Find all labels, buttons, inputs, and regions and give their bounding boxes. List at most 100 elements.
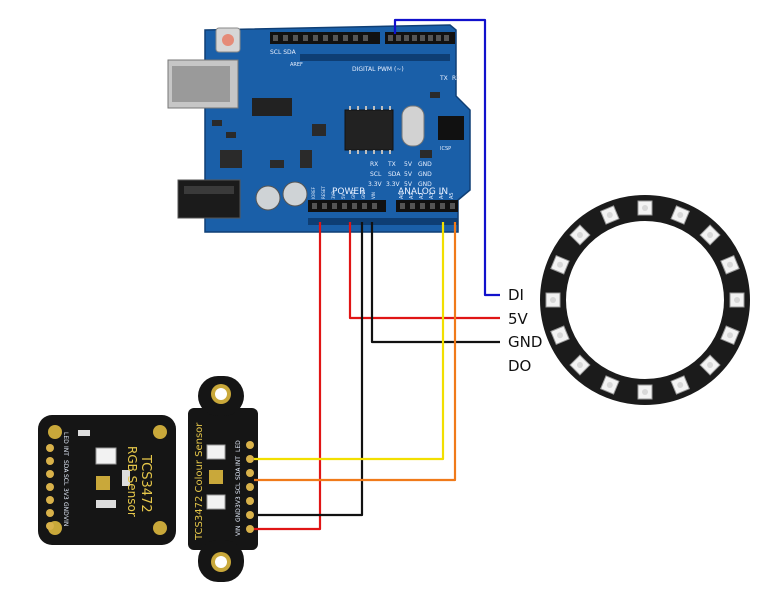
tx-label: TX <box>439 75 448 82</box>
digital-pwm-label: DIGITAL PWM (~) <box>352 66 404 73</box>
ring-led-lens <box>557 261 564 268</box>
wire-orange-scl <box>254 222 457 482</box>
icsp-label: ICSP <box>440 146 451 152</box>
header-gnd-label-2: GND <box>418 171 432 178</box>
ring-led-lens <box>642 389 648 395</box>
ring-led-lens <box>677 381 684 388</box>
chip-pins <box>349 106 391 154</box>
left-led <box>95 447 117 465</box>
inner-header-power <box>308 218 458 225</box>
right-led <box>206 444 226 460</box>
power-pin-label: VIN <box>371 192 376 199</box>
ring-led-lens <box>726 261 733 268</box>
tcs3472-colour-sensor-board: TCS3472 Colour Sensor VIN GND 3V3 SCL SD… <box>188 376 258 582</box>
left-smd <box>78 430 90 436</box>
crystal <box>401 105 425 147</box>
ring-led-lens <box>642 205 648 211</box>
header-gnd-label-3: GND <box>418 181 432 188</box>
power-pin-label: RESET <box>321 186 326 199</box>
ring-led-lens <box>677 212 684 219</box>
left-pin-label: VIN <box>62 516 69 526</box>
ring-led-lens <box>557 332 564 339</box>
mount-hole-inner <box>215 556 227 568</box>
left-board-pads <box>46 444 54 530</box>
ring-led-lens <box>726 332 733 339</box>
power-pin-label: IOREF <box>311 186 316 199</box>
analog-pin-label: A0 <box>399 192 405 199</box>
mount-hole <box>153 521 167 535</box>
header-sda-label: SDA <box>388 171 401 178</box>
lower-header-holes <box>312 203 455 209</box>
right-pin-label: SDA <box>235 467 242 480</box>
ring-led-lens <box>606 381 613 388</box>
analog-header <box>396 200 458 212</box>
right-board-pin-labels: VIN GND 3V3 SCL SDA INT LED <box>235 440 242 536</box>
microcontroller-chip <box>344 109 394 151</box>
left-pin-label: INT <box>62 446 69 456</box>
usb-chip <box>252 98 292 116</box>
header-scl-label: SCL <box>370 171 382 178</box>
ring-leds <box>545 200 745 400</box>
aref-label: AREF <box>290 62 303 68</box>
ring-led-lens <box>576 362 583 369</box>
left-pin-label: SDA <box>62 460 69 473</box>
inner-header-digital <box>300 54 450 61</box>
left-sensor-chip <box>96 476 110 490</box>
ring-led-lens <box>707 231 714 238</box>
analog-pin-label: A4 <box>439 192 445 199</box>
analog-pin-label: A2 <box>419 192 425 199</box>
power-pin-labels: IOREF RESET 3V3 5V GND GND VIN <box>311 186 376 199</box>
ring-label-di: DI <box>508 286 524 304</box>
rx-label: RX <box>452 75 460 82</box>
right-pin-label: VIN <box>235 526 242 536</box>
header-5v-label: 5V <box>404 161 413 168</box>
analog-in-label: ANALOG IN <box>398 187 448 197</box>
header-rx-label: RX <box>370 161 378 168</box>
ring-led-lens <box>606 212 613 219</box>
left-pin-label: LED <box>62 432 69 444</box>
header-gnd-label: GND <box>418 161 432 168</box>
mount-hole-inner <box>215 388 227 400</box>
wire-red-ring <box>348 222 500 320</box>
left-pin-label: GND <box>62 502 69 516</box>
left-board-subtitle: RGB Sensor <box>125 446 139 517</box>
neopixel-ring <box>540 195 750 405</box>
dc-power-jack <box>177 179 241 219</box>
right-board-title: TCS3472 Colour Sensor <box>194 422 205 541</box>
left-smd <box>122 470 130 486</box>
right-smd <box>206 494 226 510</box>
usb-connector-inner <box>172 66 230 102</box>
arduino-board: POWER ANALOG IN DIGITAL PWM (~) SCL SDA … <box>167 24 471 233</box>
right-pin-label: LED <box>235 440 242 452</box>
capacitor-1 <box>255 185 281 211</box>
ring-led-lens <box>707 362 714 369</box>
wire-black-sensor <box>254 222 364 517</box>
analog-pin-label: A1 <box>409 192 415 199</box>
left-pin-label: 3V3 <box>62 488 69 500</box>
wire-red-sensor <box>254 222 322 531</box>
board-outline <box>204 24 471 233</box>
mount-hole <box>153 425 167 439</box>
scl-sda-label: SCL SDA <box>270 49 297 56</box>
analog-pin-labels: A0 A1 A2 A3 A4 A5 <box>399 192 455 199</box>
right-pin-label: 3V3 <box>235 496 242 508</box>
power-pin-label: 3V3 <box>331 191 336 199</box>
wire-yellow-sda <box>254 222 445 461</box>
ring-label-do: DO <box>508 357 531 375</box>
right-pin-label: GND <box>235 508 242 522</box>
reset-button-cap <box>222 34 234 46</box>
ring-label-5v: 5V <box>508 310 529 328</box>
io-header-labels: RX TX 5V GND SCL SDA 5V GND 3.3V 3.3V 5V… <box>368 161 432 188</box>
analog-pin-label: A3 <box>429 192 435 199</box>
right-pin-label: INT <box>235 456 242 466</box>
smd-components <box>212 92 440 168</box>
left-board-pin-labels: LED INT SDA SCL 3V3 GND VIN <box>62 432 69 526</box>
ring-led-lens <box>550 297 556 303</box>
ring-led-lens <box>734 297 740 303</box>
wires <box>254 18 500 531</box>
power-label: POWER <box>332 187 365 197</box>
wire-black-ring <box>370 222 500 344</box>
right-pin-label: SCL <box>235 482 242 494</box>
header-tx-label: TX <box>387 161 396 168</box>
